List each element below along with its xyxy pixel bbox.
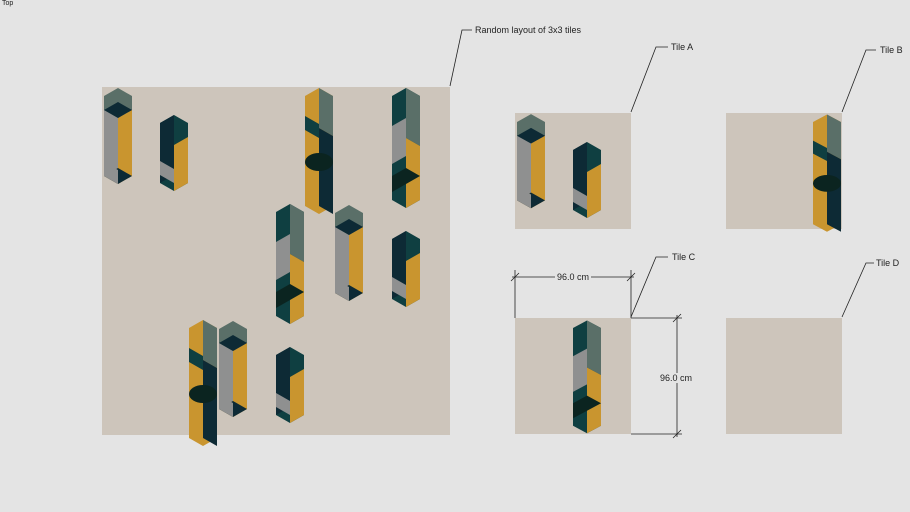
tile-c[interactable]: [515, 318, 631, 434]
piece: [517, 114, 545, 209]
label-tile-a: Tile A: [671, 42, 694, 52]
layout-3x3[interactable]: [102, 87, 450, 446]
piece: [189, 320, 217, 446]
leader-tile-b: [841, 49, 876, 113]
leader-tile-c: [630, 256, 668, 318]
label-tile-c: Tile C: [672, 252, 696, 262]
tile-b[interactable]: [726, 113, 842, 232]
label-tile-b: Tile B: [880, 45, 903, 55]
view-label: Top: [2, 0, 14, 7]
piece: [392, 231, 420, 307]
leader-tile-a: [630, 46, 668, 113]
piece: [276, 204, 304, 324]
tile-d[interactable]: [726, 318, 842, 434]
piece: [305, 88, 333, 214]
dimension-height-text: 96.0 cm: [658, 373, 695, 383]
label-tile-d: Tile D: [876, 258, 900, 268]
piece: [219, 321, 247, 417]
leader-layout: [449, 29, 472, 87]
leader-tile-d: [841, 262, 874, 318]
piece: [160, 115, 188, 191]
dimension-width-text: 96.0 cm: [555, 272, 592, 282]
piece: [392, 88, 420, 208]
piece: [335, 205, 363, 301]
piece: [104, 88, 132, 184]
piece: [573, 320, 601, 434]
tile-a[interactable]: [515, 113, 631, 229]
label-layout: Random layout of 3x3 tiles: [475, 25, 582, 35]
piece: [276, 347, 304, 423]
piece: [573, 142, 601, 218]
piece: [813, 114, 841, 232]
